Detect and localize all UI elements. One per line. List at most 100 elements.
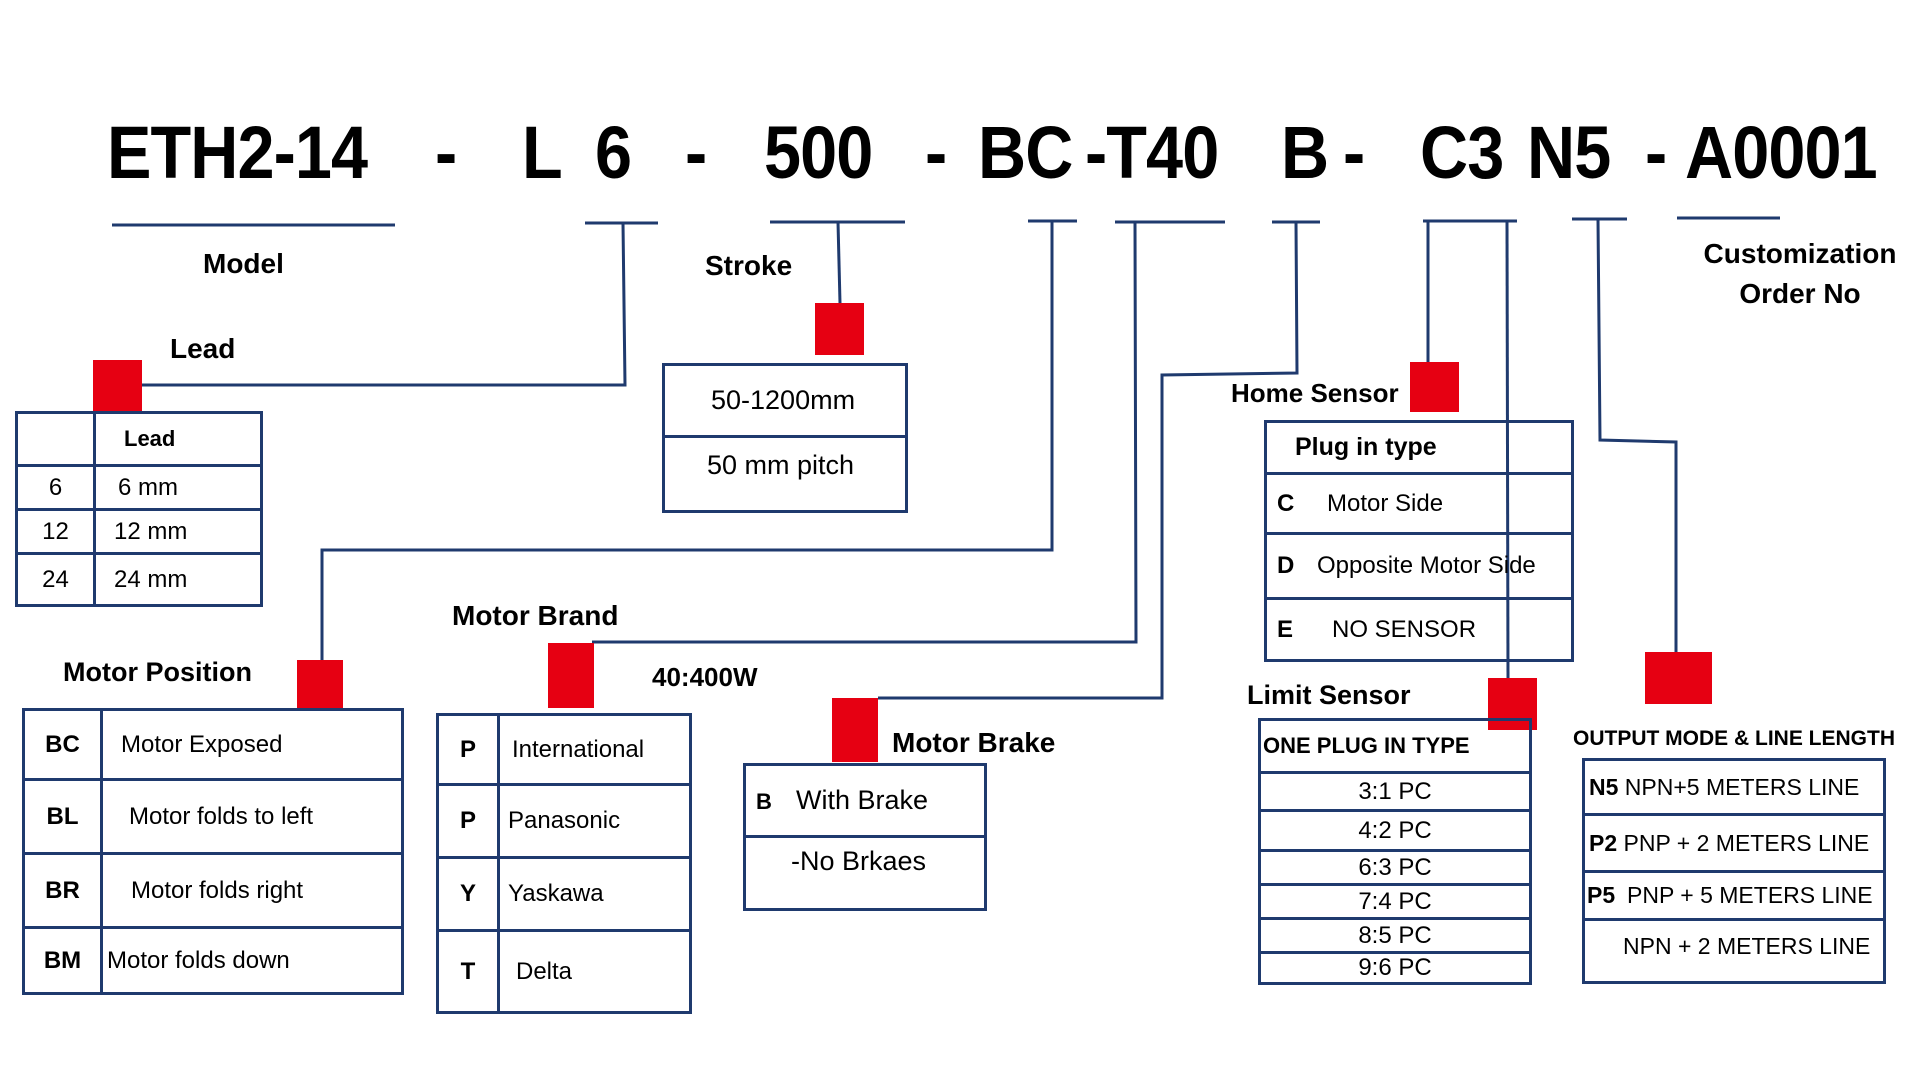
output-mode-table: N5 NPN+5 METERS LINE P2 PNP + 2 METERS L… [1582, 758, 1886, 984]
code-motor-brake: B [1281, 111, 1329, 194]
table-row: 24 24 mm [15, 552, 263, 607]
table-row: -No Brkaes [743, 835, 987, 911]
table-cell [15, 411, 96, 467]
table-row: 7:4 PC [1258, 883, 1532, 920]
connector-motor-brand [592, 221, 1138, 644]
table-row: D Opposite Motor Side [1264, 532, 1574, 600]
table-row: 4:2 PC [1258, 809, 1532, 852]
table-row: BL Motor folds to left [22, 778, 404, 855]
table-row: NPN + 2 METERS LINE [1582, 918, 1886, 984]
table-key-cell: BM [22, 926, 103, 995]
code-customization: A0001 [1685, 111, 1878, 194]
table-row: P5 PNP + 5 METERS LINE [1582, 870, 1886, 921]
table-value-cell: 3:1 PC [1258, 771, 1532, 812]
label-stroke: Stroke [705, 250, 793, 281]
table-row: 50-1200mm [662, 363, 908, 438]
table-row: 12 12 mm [15, 508, 263, 555]
table-value-cell: 50-1200mm [662, 363, 908, 438]
table-value: With Brake [796, 785, 929, 815]
label-output-mode: OUTPUT MODE & LINE LENGTH [1573, 727, 1895, 750]
code-dash-2: - [685, 111, 707, 194]
table-value-cell: 9:6 PC [1258, 951, 1532, 985]
code-lead: 6 [595, 111, 632, 194]
table-key: D [1277, 552, 1295, 579]
motor-brand-table: P International P Panasonic Y Yaskawa T … [436, 713, 692, 1014]
marker-home-sensor [1410, 362, 1459, 412]
table-header-cell: Plug in type [1264, 420, 1574, 475]
connector-stroke [836, 221, 842, 304]
marker-motor-brand [548, 643, 594, 708]
table-row: N5 NPN+5 METERS LINE [1582, 758, 1886, 816]
table-row: 6:3 PC [1258, 849, 1532, 886]
marker-lead [93, 360, 142, 412]
code-dash-1: - [435, 111, 457, 194]
table-row: 3:1 PC [1258, 771, 1532, 812]
table-value: NO SENSOR [1332, 615, 1477, 643]
table-value: NPN+5 METERS LINE [1624, 773, 1860, 800]
table-row: E NO SENSOR [1264, 597, 1574, 662]
table-key: E [1277, 615, 1294, 643]
table-value: Motor Side [1327, 489, 1444, 517]
connector-motor-position [320, 221, 1054, 660]
table-key-cell: BL [22, 778, 103, 855]
marker-motor-position [297, 660, 343, 710]
table-row: Y Yaskawa [436, 856, 692, 932]
table-header-cell: Lead [93, 411, 263, 467]
table-value-cell: 24 mm [93, 552, 263, 607]
connector-output [1596, 218, 1678, 652]
label-model: Model [203, 248, 284, 279]
table-value-cell: 4:2 PC [1258, 809, 1532, 852]
code-motor-position: BC [978, 111, 1073, 194]
label-motor-brand-power: 40:400W [652, 662, 758, 692]
lead-table: Lead 6 6 mm 12 12 mm 24 24 mm [15, 411, 263, 607]
table-value-cell: 6:3 PC [1258, 849, 1532, 886]
table-key: B [756, 789, 772, 814]
table-key-cell: 6 [15, 464, 96, 511]
marker-output [1645, 652, 1712, 704]
table-value: PNP + 5 METERS LINE [1627, 882, 1873, 908]
table-value-cell: E NO SENSOR [1264, 597, 1574, 662]
table-value: PNP + 2 METERS LINE [1623, 829, 1870, 856]
table-key-cell: P [436, 783, 500, 859]
table-key-cell: 12 [15, 508, 96, 555]
table-value: Opposite Motor Side [1317, 552, 1536, 579]
table-value-cell: 7:4 PC [1258, 883, 1532, 920]
table-value-cell: NPN + 2 METERS LINE [1582, 918, 1886, 984]
stroke-table: 50-1200mm 50 mm pitch [662, 363, 908, 513]
table-value-cell: N5 NPN+5 METERS LINE [1582, 758, 1886, 816]
table-value-cell: -No Brkaes [743, 835, 987, 911]
marker-motor-brake [832, 698, 878, 762]
label-motor-brake: Motor Brake [892, 727, 1056, 758]
table-value-cell: 12 mm [93, 508, 263, 555]
code-motor-brand: -T40 [1085, 111, 1219, 194]
code-stroke: 500 [764, 111, 873, 194]
table-value-cell: 8:5 PC [1258, 917, 1532, 954]
label-motor-position: Motor Position [63, 657, 252, 687]
table-key: P5 [1587, 882, 1616, 908]
table-key: P2 [1589, 829, 1618, 856]
table-header-cell: ONE PLUG IN TYPE [1258, 718, 1532, 774]
code-lead-prefix: L [522, 111, 563, 194]
table-row: 9:6 PC [1258, 951, 1532, 985]
connector-lead [140, 222, 627, 387]
table-value-cell: Motor folds down [100, 926, 404, 995]
table-key-cell: BC [22, 708, 103, 781]
table-header-row: Plug in type [1264, 420, 1574, 475]
motor-position-table: BC Motor Exposed BL Motor folds to left … [22, 708, 404, 995]
table-header-row: ONE PLUG IN TYPE [1258, 718, 1532, 774]
code-model: ETH2-14 [107, 111, 368, 194]
label-customization-line2: Order No [1739, 278, 1861, 309]
table-key: N5 [1589, 773, 1619, 800]
table-key-cell: BR [22, 852, 103, 929]
label-lead: Lead [170, 333, 236, 364]
table-value-cell: Motor folds to left [100, 778, 404, 855]
connector-motor-brake [878, 221, 1299, 700]
marker-stroke [815, 303, 864, 355]
label-motor-brand: Motor Brand [452, 600, 619, 631]
table-value-cell: Motor folds right [100, 852, 404, 929]
table-row: 6 6 mm [15, 464, 263, 511]
table-value-cell: D Opposite Motor Side [1264, 532, 1574, 600]
label-customization-line1: Customization [1703, 238, 1897, 269]
